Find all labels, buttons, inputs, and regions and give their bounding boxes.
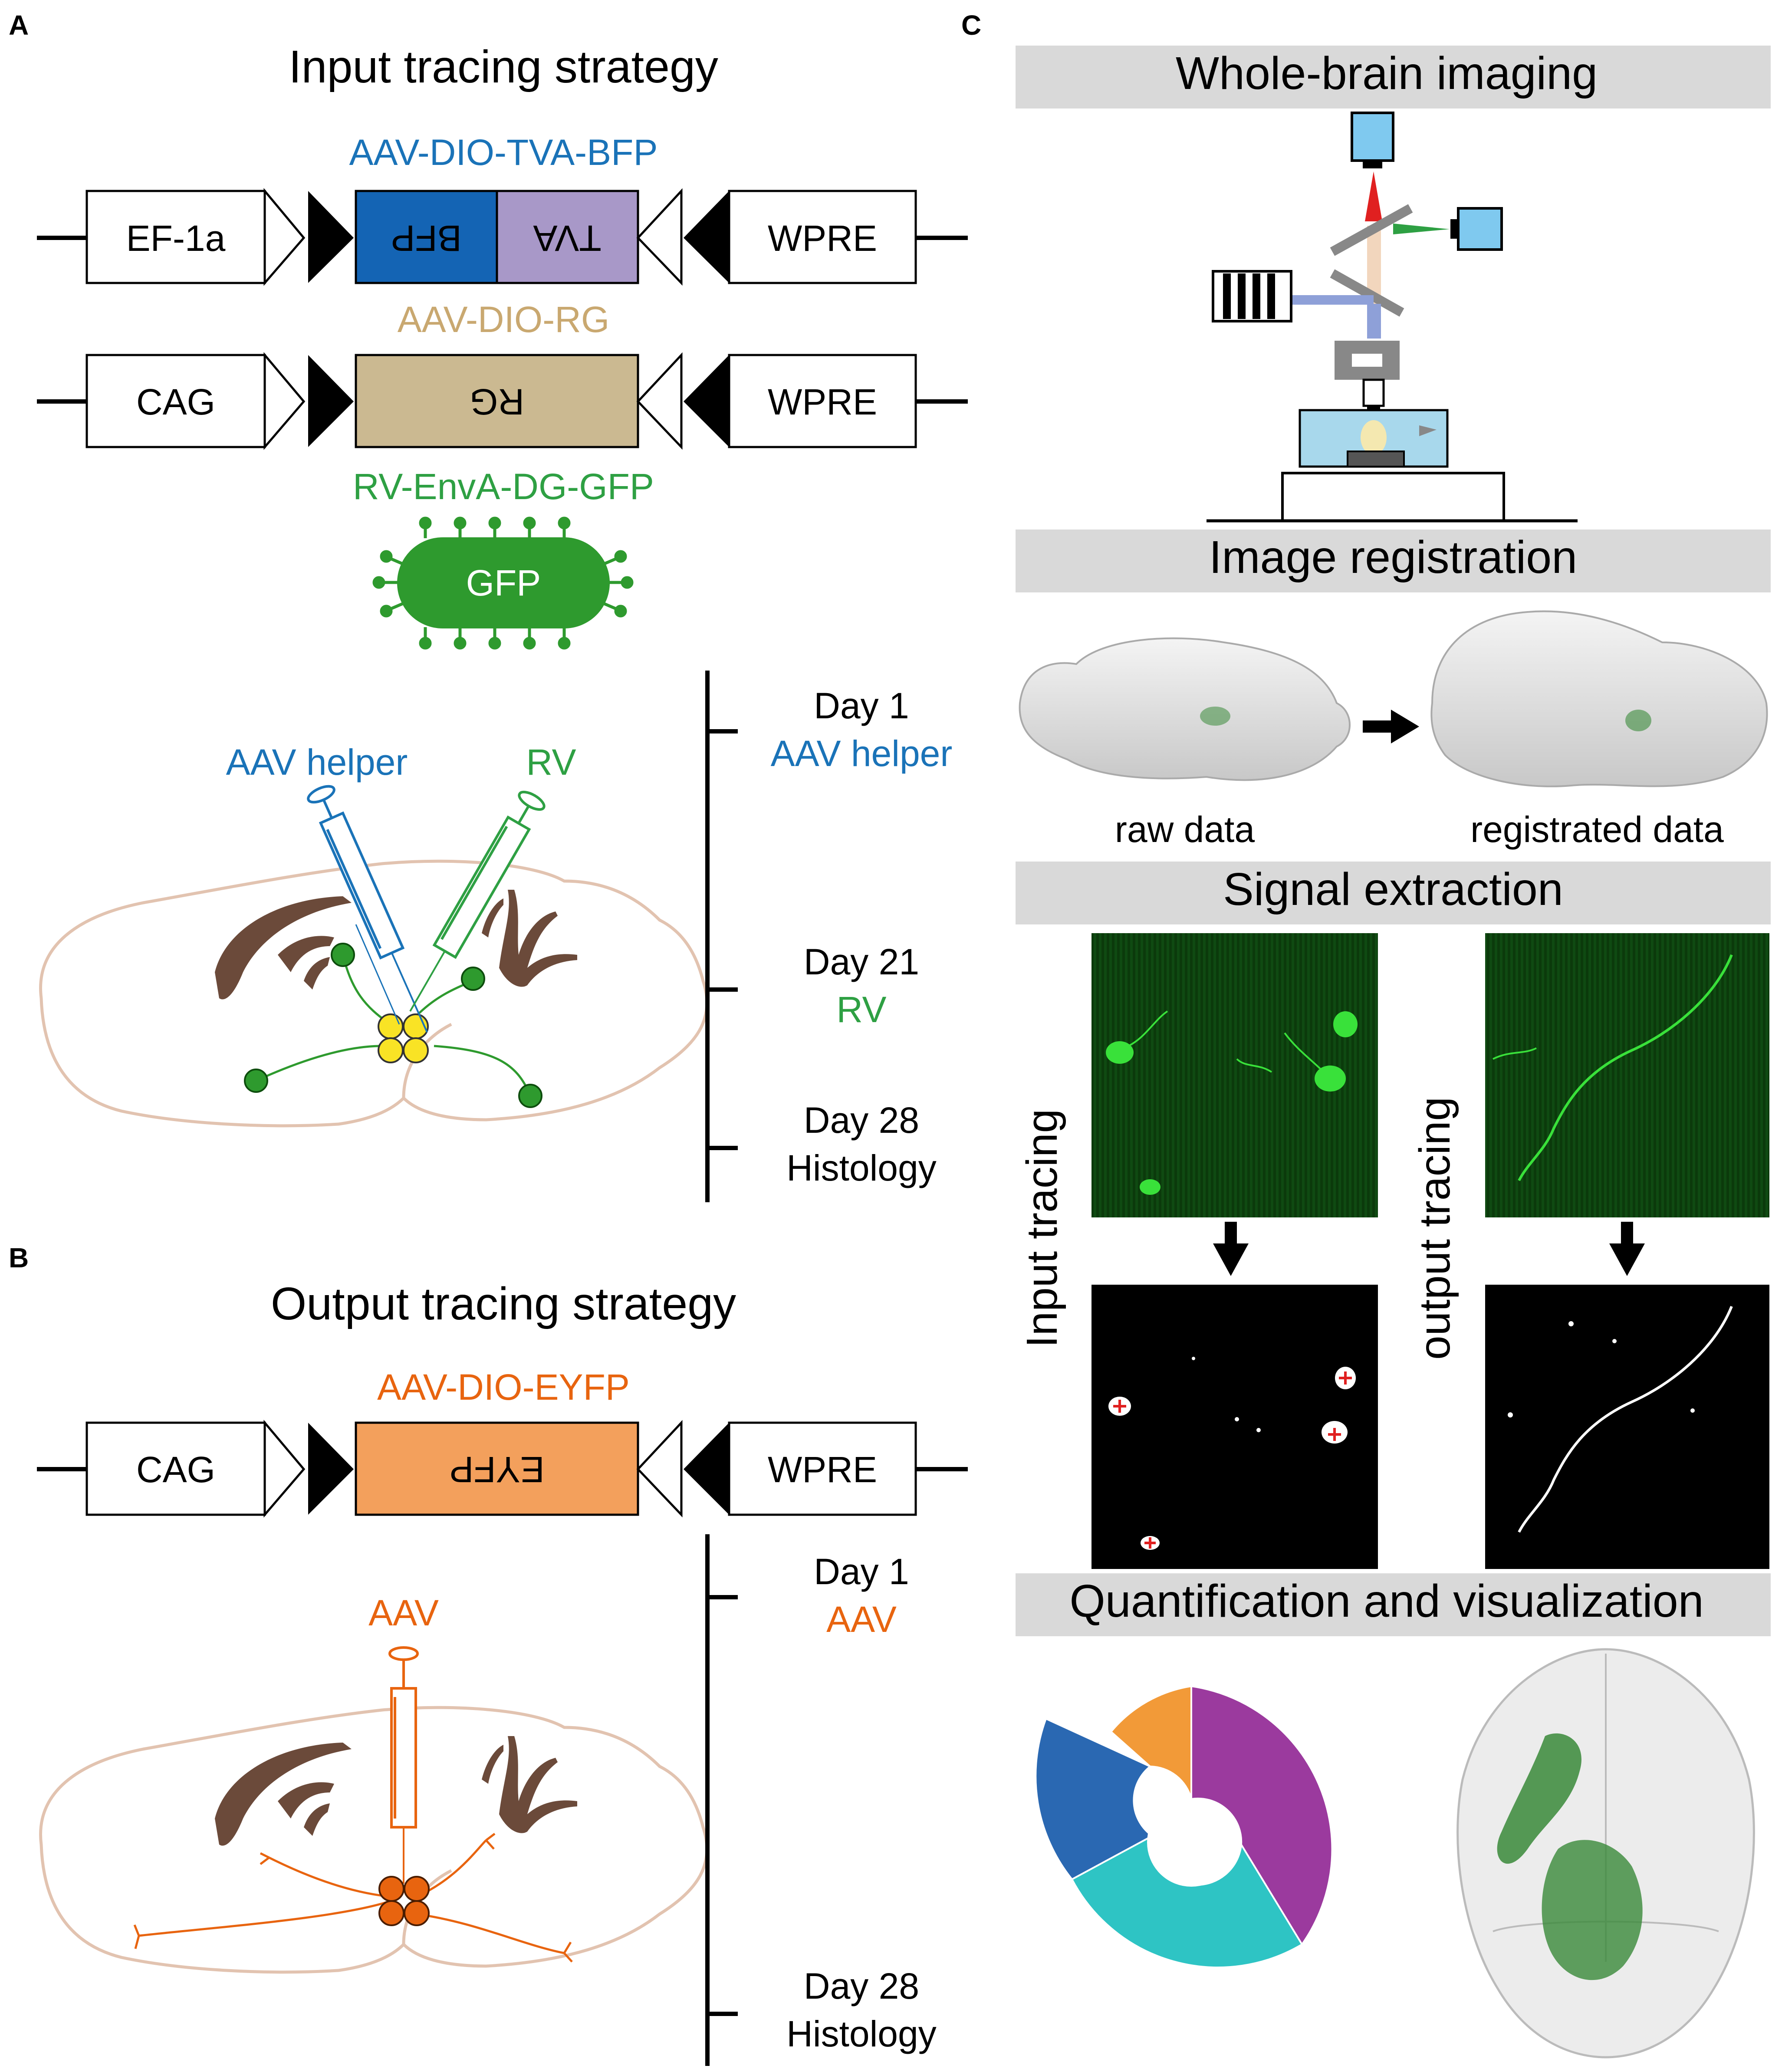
- registration-arrow-icon: [1363, 710, 1419, 743]
- gfp-label: GFP: [466, 562, 541, 603]
- output-raw-image: [1485, 933, 1769, 1217]
- hippocampus-shape: [215, 896, 352, 1000]
- wpre-label: WPRE: [768, 1449, 877, 1490]
- panel-letter-c: C: [961, 10, 981, 41]
- timeline-day-28: Day 28: [804, 1100, 919, 1141]
- aav-syringe-icon: [307, 785, 428, 1033]
- panel-a-title: Input tracing strategy: [289, 41, 718, 92]
- raw-brain-image: [1019, 637, 1351, 781]
- wpre-label: WPRE: [768, 382, 877, 422]
- loxp-open-site: [263, 188, 306, 286]
- rabies-virus-icon: GFP: [372, 516, 634, 650]
- panel-b: B Output tracing strategy AAV-DIO-EYFP C…: [9, 1242, 968, 2066]
- eyfp-cells: [378, 1876, 430, 1926]
- construct-2: CAG RG WPRE: [37, 352, 968, 450]
- aav-label: AAV: [368, 1592, 439, 1633]
- eyfp-box: [355, 1421, 639, 1516]
- promoter-label: CAG: [136, 382, 215, 422]
- timeline-event-1: AAV helper: [771, 733, 953, 774]
- virus-name: RV-EnvA-DG-GFP: [353, 466, 654, 507]
- wpre-box: [728, 1421, 917, 1516]
- step-title-extraction: Signal extraction: [1223, 864, 1563, 915]
- tva-box: [496, 190, 639, 284]
- construct-b: CAG EYFP WPRE: [37, 1420, 968, 1518]
- promoter-label: CAG: [136, 1449, 215, 1490]
- panel-letter-b: B: [9, 1242, 29, 1273]
- loxp-filled-site: [308, 191, 354, 283]
- timeline-day-21: Day 21: [804, 941, 919, 982]
- timeline-day-1: Day 1: [814, 685, 909, 726]
- construct-1: EF-1a BFP TVA WPRE: [37, 188, 968, 286]
- camera-right-icon: [1457, 207, 1503, 251]
- step-bar-imaging: [1016, 46, 1771, 109]
- wpre-box: [728, 354, 917, 448]
- step-title-registration: Image registration: [1209, 532, 1577, 583]
- step-bar-quantification: [1016, 1573, 1771, 1636]
- panel-a: A Input tracing strategy AAV-DIO-TVA-BFP…: [9, 10, 968, 1202]
- panel-b-title: Output tracing strategy: [271, 1278, 736, 1329]
- step-bar-registration: [1016, 530, 1771, 592]
- output-tracing-side-label: output tracing: [1410, 1097, 1459, 1360]
- timeline-event-28: Histology: [786, 1148, 936, 1188]
- aav-helper-label: AAV helper: [226, 742, 408, 783]
- construct-b-name: AAV-DIO-EYFP: [377, 1367, 630, 1408]
- rv-label: RV: [526, 742, 576, 783]
- raw-data-label: raw data: [1115, 809, 1255, 850]
- timeline-b-event-1: AAV: [826, 1599, 897, 1640]
- promoter-label: EF-1a: [126, 218, 226, 259]
- input-binary-image: [1091, 1285, 1378, 1569]
- tva-label: TVA: [533, 218, 601, 259]
- wpre-box: [728, 190, 917, 284]
- output-binary-image: [1485, 1285, 1769, 1569]
- aav-syringe-b-icon: [388, 1646, 419, 1884]
- panel-c: C Whole-brain imaging: [961, 10, 1771, 2059]
- timeline-event-21: RV: [836, 989, 886, 1030]
- rg-label: RG: [470, 382, 524, 422]
- timeline-b: Day 1 AAV Day 28 Histology: [705, 1534, 937, 2066]
- brain-3d-dorsal-image: [1456, 1648, 1755, 2059]
- rv-syringe-icon: [409, 790, 546, 1012]
- eyfp-label: EYFP: [449, 1449, 544, 1490]
- brain-sketch-a: AAV helper RV: [39, 742, 709, 1128]
- step-bar-extraction: [1016, 862, 1771, 924]
- bfp-label: BFP: [391, 218, 461, 259]
- step-title-imaging: Whole-brain imaging: [1176, 48, 1598, 99]
- down-arrow-icon: [1213, 1222, 1645, 1276]
- timeline-b-day-28: Day 28: [804, 1966, 919, 2006]
- promoter-box: [85, 354, 266, 448]
- timeline-b-event-28: Histology: [786, 2013, 936, 2054]
- input-raw-image: [1091, 933, 1378, 1217]
- construct-1-name: AAV-DIO-TVA-BFP: [349, 132, 658, 173]
- registered-data-label: registrated data: [1470, 809, 1724, 850]
- step-title-quantification: Quantification and visualization: [1069, 1575, 1703, 1627]
- loxp-filled-site-2: [684, 191, 729, 283]
- promoter-box: [85, 1421, 266, 1516]
- promoter-box: [85, 190, 266, 284]
- starter-cells: [378, 1013, 429, 1063]
- sunburst-chart: [1035, 1685, 1333, 1969]
- wpre-label: WPRE: [768, 218, 877, 259]
- registered-brain-image: [1430, 610, 1768, 787]
- bfp-box: [355, 190, 498, 284]
- loxp-open-site-2: [636, 188, 683, 286]
- rg-box: [355, 354, 639, 448]
- timeline-b-day-1: Day 1: [814, 1551, 909, 1592]
- input-tracing-side-label: Input tracing: [1018, 1109, 1066, 1348]
- camera-top-icon: [1351, 112, 1394, 162]
- microscope-schematic: [1207, 112, 1578, 523]
- panel-letter-a: A: [9, 10, 29, 41]
- brain-sketch-b: AAV: [39, 1592, 709, 1974]
- input-neurons: [244, 943, 542, 1108]
- construct-2-name: AAV-DIO-RG: [398, 299, 610, 340]
- timeline-a: Day 1 AAV helper Day 21 RV Day 28 Histol…: [705, 671, 953, 1202]
- cerebellum-shape: [482, 890, 577, 987]
